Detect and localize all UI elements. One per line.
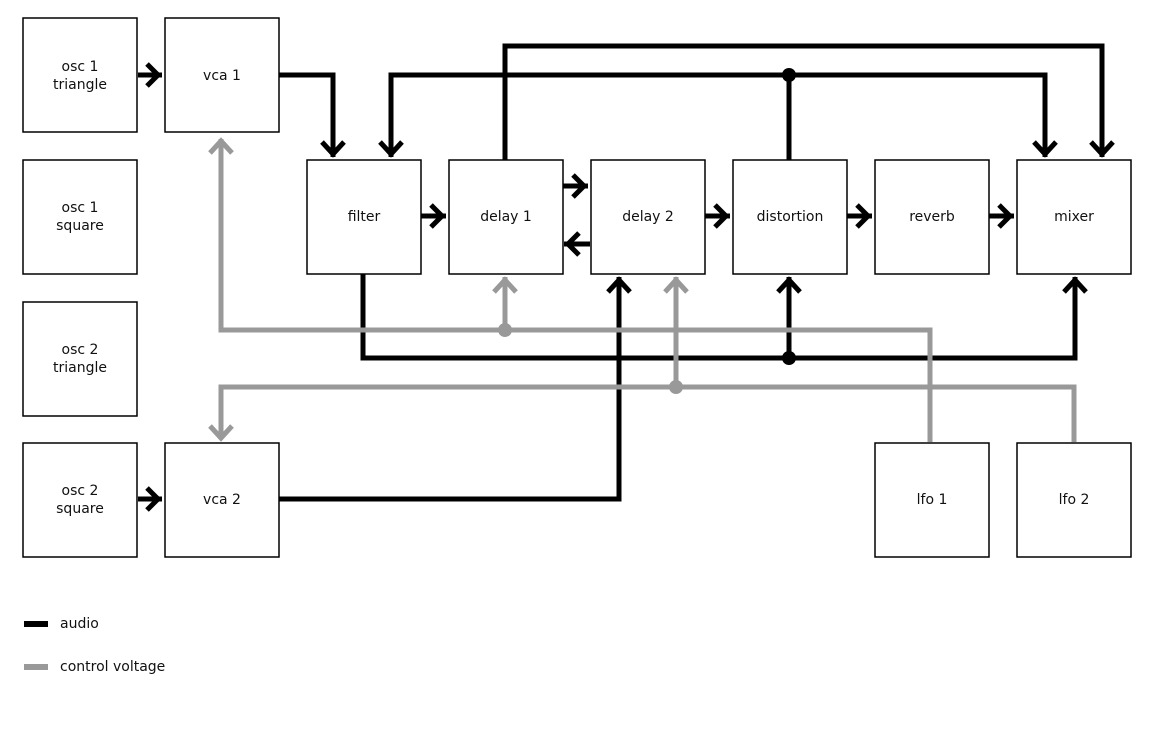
lfo2-box xyxy=(1016,442,1132,558)
osc2-triangle-label-line2: triangle xyxy=(53,360,107,376)
arrowhead xyxy=(713,203,730,229)
legend-control-voltage: control voltage xyxy=(24,659,165,675)
junction-dot xyxy=(498,323,512,337)
audio-connections xyxy=(138,43,1115,512)
lfo1-label: lfo 1 xyxy=(917,492,948,508)
arrowhead xyxy=(378,140,404,158)
distortion-module: distortion xyxy=(732,159,848,275)
filter-module: filter xyxy=(306,159,422,275)
osc2-square-module: osc 2 square xyxy=(22,442,138,558)
cv-connections xyxy=(208,137,1077,442)
lfo2-module: lfo 2 xyxy=(1016,442,1132,558)
junction-dot xyxy=(782,351,796,365)
cv-lfo2-bus xyxy=(218,384,1077,442)
vca1-module: vca 1 xyxy=(164,17,280,133)
arrowhead xyxy=(606,276,632,294)
arrowhead xyxy=(208,137,234,155)
osc1-square-box xyxy=(22,159,138,275)
arrowhead xyxy=(571,173,588,199)
vca2-label: vca 2 xyxy=(203,492,241,508)
arrowhead xyxy=(492,276,518,294)
delay1-module: delay 1 xyxy=(448,159,564,275)
osc2-square-label-line2: square xyxy=(56,501,104,517)
mixer-box xyxy=(1016,159,1132,275)
reverb-module: reverb xyxy=(874,159,990,275)
osc1-triangle-box xyxy=(22,17,138,133)
delay1-box xyxy=(448,159,564,275)
legend-control-voltage-label: control voltage xyxy=(60,659,166,675)
arrowhead xyxy=(320,140,346,158)
arrowhead xyxy=(145,62,162,88)
arrowhead xyxy=(1032,140,1058,158)
vca2-box xyxy=(164,442,280,558)
reverb-box xyxy=(874,159,990,275)
audio-vca1-to-filter xyxy=(279,72,336,157)
legend-audio: audio xyxy=(24,616,99,632)
audio-distortion-to-filter xyxy=(388,72,789,157)
vca1-box xyxy=(164,17,280,133)
control-voltage-swatch xyxy=(24,664,48,670)
filter-label: filter xyxy=(348,209,381,225)
osc1-triangle-module: osc 1 triangle xyxy=(22,17,138,133)
junction-dot xyxy=(782,68,796,82)
osc2-triangle-label-line1: osc 2 xyxy=(62,342,99,358)
reverb-label: reverb xyxy=(909,209,955,225)
delay2-label: delay 2 xyxy=(622,209,674,225)
vca2-module: vca 2 xyxy=(164,442,280,558)
arrowhead xyxy=(1062,276,1088,294)
audio-delay1-to-mixer xyxy=(502,43,1105,160)
osc1-square-label-line2: square xyxy=(56,218,104,234)
delay1-label: delay 1 xyxy=(480,209,532,225)
filter-box xyxy=(306,159,422,275)
distortion-box xyxy=(732,159,848,275)
lfo2-label: lfo 2 xyxy=(1059,492,1090,508)
arrowhead xyxy=(855,203,872,229)
audio-swatch xyxy=(24,621,48,627)
arrowhead xyxy=(997,203,1014,229)
audio-vca2-to-delay2 xyxy=(279,277,622,502)
delay2-box xyxy=(590,159,706,275)
osc1-square-module: osc 1 square xyxy=(22,159,138,275)
legend-audio-label: audio xyxy=(60,616,99,632)
osc2-square-box xyxy=(22,442,138,558)
arrowhead xyxy=(663,276,689,294)
junction-dot xyxy=(669,380,683,394)
arrowhead xyxy=(776,276,802,294)
osc1-triangle-label-line2: triangle xyxy=(53,77,107,93)
mixer-label: mixer xyxy=(1054,209,1094,225)
delay2-module: delay 2 xyxy=(590,159,706,275)
arrowhead xyxy=(145,486,162,512)
audio-distortion-to-mixer xyxy=(789,72,1048,157)
mixer-module: mixer xyxy=(1016,159,1132,275)
lfo1-box xyxy=(874,442,990,558)
distortion-label: distortion xyxy=(757,209,824,225)
osc2-triangle-box xyxy=(22,301,138,417)
audio-filter-bus xyxy=(360,273,1078,361)
arrowhead xyxy=(429,203,446,229)
osc1-triangle-label-line1: osc 1 xyxy=(62,59,99,75)
arrowhead xyxy=(1089,140,1115,158)
arrowhead xyxy=(208,424,234,442)
lfo1-module: lfo 1 xyxy=(874,442,990,558)
osc2-triangle-module: osc 2 triangle xyxy=(22,301,138,417)
arrowhead xyxy=(564,231,581,257)
osc2-square-label-line1: osc 2 xyxy=(62,483,99,499)
vca1-label: vca 1 xyxy=(203,68,241,84)
osc1-square-label-line1: osc 1 xyxy=(62,200,99,216)
